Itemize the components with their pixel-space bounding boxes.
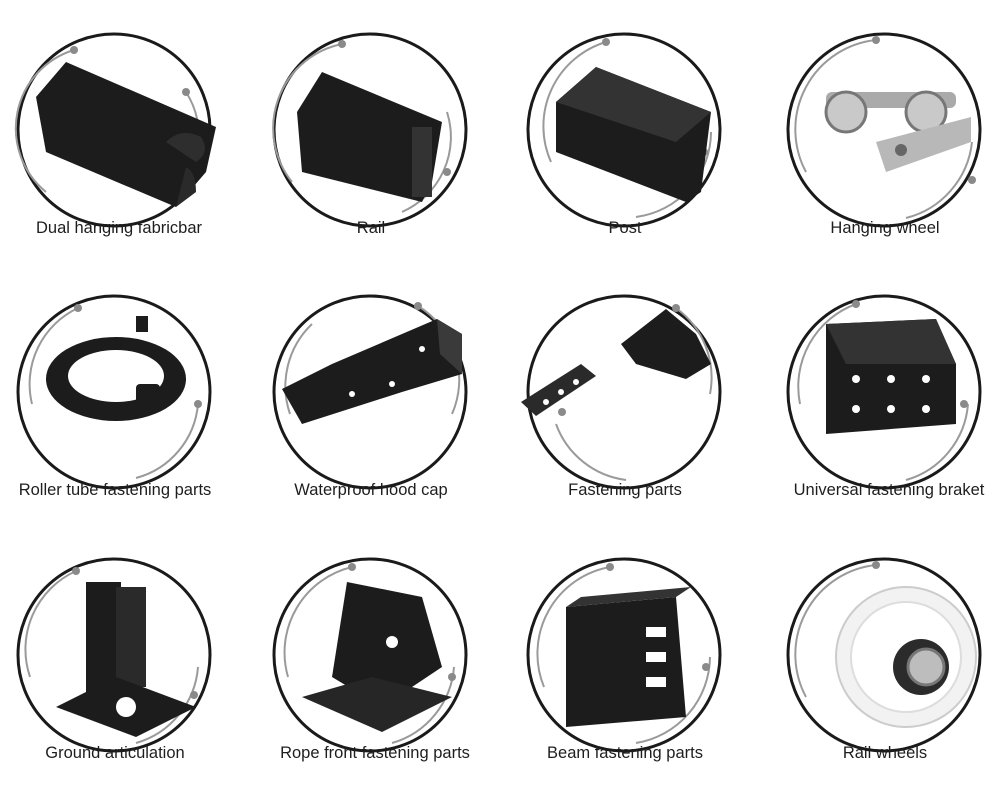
product-image [272,32,468,228]
product-label: Rail [356,219,386,237]
product-label: Waterproof hood cap [294,481,448,499]
product-label: Post [608,219,642,237]
product-label: Rail wheels [842,744,928,762]
product-card-universal-fastening-braket[interactable]: Universal fastening braket [770,272,999,534]
product-image [16,294,212,490]
product-image [786,294,982,490]
product-card-post[interactable]: Post [510,10,760,272]
product-image [526,32,722,228]
product-card-dual-hanging-fabricbar[interactable]: Dual hanging fabricbar [0,10,250,272]
product-label: Beam fastening parts [547,744,703,762]
product-card-rail[interactable]: Rail [256,10,506,272]
product-card-beam-fastening-parts[interactable]: Beam fastening parts [510,535,760,797]
product-label: Universal fastening braket [793,481,985,499]
product-card-rope-front-fastening-parts[interactable]: Rope front fastening parts [256,535,506,797]
product-card-roller-tube-fastening-parts[interactable]: Roller tube fastening parts [0,272,250,534]
product-image [16,557,212,753]
product-card-hanging-wheel[interactable]: Hanging wheel [770,10,999,272]
product-label: Rope front fastening parts [280,744,470,762]
product-label: Roller tube fastening parts [18,481,212,499]
product-image [521,294,722,490]
product-card-fastening-parts[interactable]: Fastening parts [510,272,760,534]
product-image [14,32,216,228]
product-label: Dual hanging fabricbar [35,219,203,237]
product-image [526,557,722,753]
product-card-waterproof-hood-cap[interactable]: Waterproof hood cap [256,272,506,534]
product-card-ground-articulation[interactable]: Ground articulation [0,535,250,797]
product-image [272,294,468,490]
product-card-rail-wheels[interactable]: Rail wheels [770,535,999,797]
product-label: Fastening parts [568,481,682,499]
product-image [786,32,982,228]
product-image [272,557,468,753]
product-label: Hanging wheel [830,219,940,237]
product-image [786,557,982,753]
product-label: Ground articulation [45,744,185,762]
